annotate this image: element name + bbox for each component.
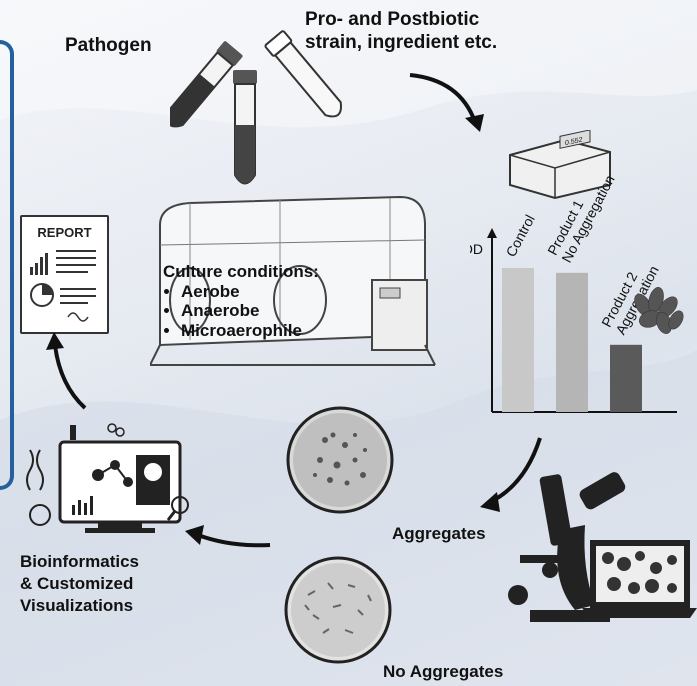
microscope-laptop-icon [508, 472, 697, 622]
y-axis-arrow [487, 228, 497, 238]
bioinformatics-computer-icon [26, 423, 189, 533]
category-label-0: Control [503, 212, 538, 259]
anaerobic-chamber-icon [150, 195, 436, 366]
culture-item-microaerophile: Microaerophile [181, 321, 319, 341]
bioinfo-label-line2: & Customized [20, 574, 134, 593]
arrow-to-microscope [480, 437, 542, 512]
y-axis-label: OD [470, 241, 483, 257]
culture-item-aerobe: Aerobe [181, 282, 319, 302]
arrow-to-computer [185, 525, 271, 548]
bioinfo-label-line3: Visualizations [20, 596, 134, 615]
aggregates-label: Aggregates [392, 524, 486, 543]
report-title: REPORT [37, 225, 92, 240]
culture-item-anaerobe: Anaerobe [181, 301, 319, 321]
petri-dish-no-aggregates [284, 556, 392, 664]
spectrophotometer-icon: 0.552 [509, 130, 611, 200]
culture-title: Culture conditions: [163, 262, 319, 281]
culture-conditions: Culture conditions: Aerobe Anaerobe Micr… [163, 262, 319, 340]
aggregate-particle-icon [634, 287, 684, 334]
bar-2 [610, 344, 642, 412]
petri-dish-aggregates [286, 406, 394, 514]
category-label-1: Product 1No Aggregation [544, 165, 618, 265]
arrow-to-report [46, 332, 87, 410]
test-tubes-icon [170, 30, 342, 185]
bar-1 [556, 272, 588, 412]
pathogen-label: Pathogen [65, 35, 152, 56]
left-frame-accent [0, 40, 14, 490]
report-content-icon [30, 250, 96, 322]
arrow-to-spectrophotometer [409, 73, 484, 132]
probiotic-label-line1: Pro- and Postbiotic [305, 9, 480, 30]
bioinfo-label-line1: Bioinformatics [20, 552, 140, 571]
probiotic-label-line2: strain, ingredient etc. [305, 32, 498, 53]
bar-0 [502, 268, 534, 412]
report-icon: REPORT [20, 215, 109, 334]
no-aggregates-label: No Aggregates [383, 662, 504, 681]
spectro-display: 0.552 [565, 137, 583, 148]
culture-list: Aerobe Anaerobe Microaerophile [163, 282, 319, 341]
